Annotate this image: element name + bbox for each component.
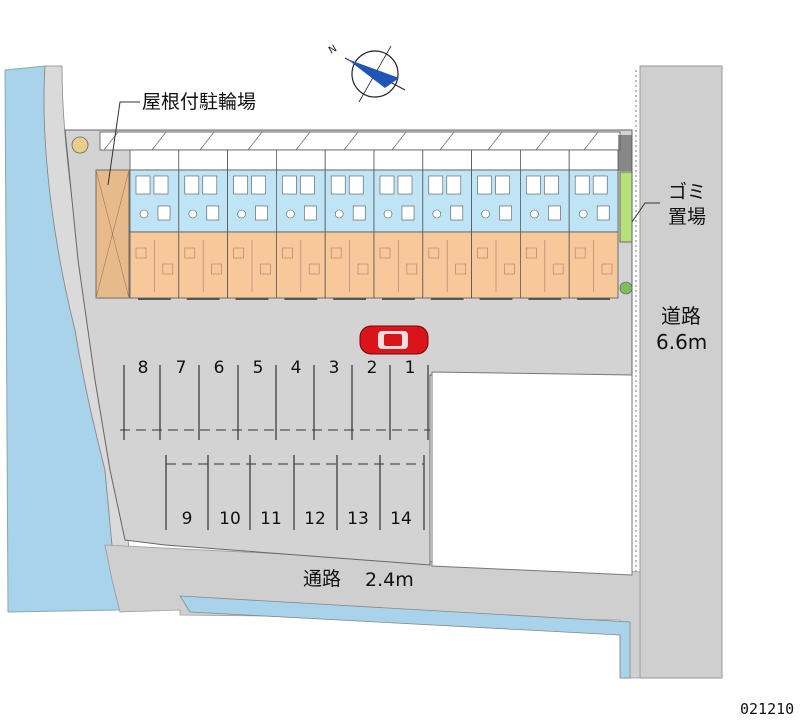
empty-plot: [431, 371, 633, 576]
main-road: [639, 65, 723, 679]
parking-stall-number: 10: [219, 509, 241, 529]
apartment-unit: [129, 149, 180, 300]
parking-stall-number: 9: [181, 509, 193, 529]
parking-stall-number: 4: [290, 358, 302, 378]
parking-stall-number: 5: [252, 358, 264, 378]
parking-stall-number: 1: [404, 358, 416, 378]
bike-shelter-label: 屋根付駐輪場: [142, 91, 257, 113]
apartment-unit: [422, 149, 472, 300]
apartment-unit: [568, 149, 619, 300]
garbage-leader: [631, 202, 660, 223]
parking-stall-number: 3: [328, 358, 340, 378]
garbage-label-line2: 置場: [668, 206, 707, 228]
compass-icon: N: [327, 43, 406, 103]
apartment-unit: [275, 149, 326, 300]
tree: [71, 136, 89, 154]
main-road-width: 6.6m: [656, 330, 708, 354]
parking-stall-number: 2: [366, 358, 378, 378]
parking-stall-number: 11: [260, 509, 282, 529]
car-icon: [359, 325, 429, 355]
apartment-unit: [520, 149, 570, 300]
parking-stall-number: 6: [213, 358, 225, 378]
apartment-unit: [373, 149, 424, 300]
shelter-leader: [107, 101, 140, 186]
map-code: 021210: [740, 700, 795, 718]
parking-stall-number: 12: [304, 509, 326, 529]
svg-text:N: N: [327, 43, 339, 56]
parking-stall-number: 8: [137, 358, 149, 378]
apartment-unit: [227, 149, 277, 300]
lane-width: 2.4m: [365, 569, 414, 591]
channel: [179, 595, 631, 679]
parking-stall-number: 14: [390, 509, 412, 529]
main-road-name: 道路: [661, 304, 701, 328]
parking-stall-number: 13: [347, 509, 369, 529]
apartment-unit: [178, 149, 229, 300]
apartment-unit: [471, 149, 521, 300]
parking-stall-number: 7: [175, 358, 187, 378]
lane-name: 通路: [303, 568, 342, 590]
apartment-unit: [324, 149, 375, 300]
bike-shelter-roof: [99, 131, 621, 151]
garbage-label-line1: ゴミ: [668, 181, 707, 203]
garbage-area: [619, 171, 633, 243]
